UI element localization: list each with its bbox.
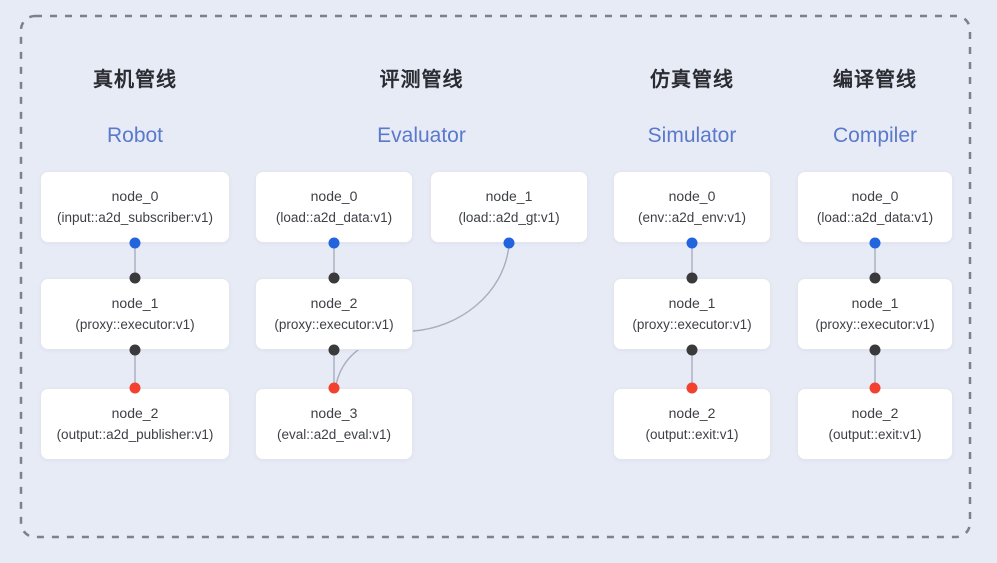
- simulator-node-1: node_1 (proxy::executor:v1): [613, 278, 771, 350]
- node-name: node_0: [668, 188, 716, 204]
- node-spec: (load::a2d_data:v1): [816, 210, 934, 225]
- simulator-node-0: node_0 (env::a2d_env:v1): [613, 171, 771, 243]
- pipeline-title-cn-robot: 真机管线: [93, 69, 177, 91]
- port-dot-black: [686, 272, 698, 284]
- port-dot-blue: [503, 237, 515, 249]
- node-spec: (load::a2d_gt:v1): [458, 210, 560, 225]
- node-spec: (eval::a2d_eval:v1): [276, 427, 392, 442]
- port-dot-black: [328, 272, 340, 284]
- node-name: node_1: [851, 295, 899, 311]
- robot-node-0: node_0 (input::a2d_subscriber:v1): [40, 171, 230, 243]
- port-dot-red: [869, 382, 881, 394]
- port-dot-black: [869, 344, 881, 356]
- node-name: node_2: [310, 295, 358, 311]
- node-spec: (proxy::executor:v1): [274, 317, 394, 332]
- node-spec: (output::exit:v1): [645, 427, 739, 442]
- node-name: node_1: [111, 295, 159, 311]
- node-spec: (proxy::executor:v1): [75, 317, 195, 332]
- pipeline-title-cn-compiler: 编译管线: [833, 69, 917, 91]
- port-dot-blue: [129, 237, 141, 249]
- node-spec: (proxy::executor:v1): [815, 317, 935, 332]
- node-name: node_1: [668, 295, 716, 311]
- pipeline-title-en-evaluator: Evaluator: [377, 124, 466, 147]
- node-name: node_2: [851, 405, 899, 421]
- compiler-node-1: node_1 (proxy::executor:v1): [797, 278, 953, 350]
- evaluator-node-0: node_0 (load::a2d_data:v1): [255, 171, 413, 243]
- node-name: node_3: [310, 405, 358, 421]
- pipeline-title-cn-simulator: 仿真管线: [650, 69, 734, 91]
- port-dot-blue: [869, 237, 881, 249]
- port-dot-red: [129, 382, 141, 394]
- connector-evaluator-n1-n3-curve: [335, 244, 510, 386]
- compiler-node-0: node_0 (load::a2d_data:v1): [797, 171, 953, 243]
- node-spec: (input::a2d_subscriber:v1): [56, 210, 214, 225]
- robot-node-1: node_1 (proxy::executor:v1): [40, 278, 230, 350]
- port-dot-black: [129, 272, 141, 284]
- port-dot-black: [869, 272, 881, 284]
- node-name: node_1: [485, 188, 533, 204]
- evaluator-node-1: node_1 (load::a2d_gt:v1): [430, 171, 588, 243]
- node-name: node_2: [668, 405, 716, 421]
- node-spec: (env::a2d_env:v1): [637, 210, 747, 225]
- port-dot-red: [686, 382, 698, 394]
- diagram-boundary-dashed-rect: [19, 14, 972, 539]
- evaluator-node-2: node_2 (proxy::executor:v1): [255, 278, 413, 350]
- node-spec: (output::exit:v1): [828, 427, 922, 442]
- compiler-node-2: node_2 (output::exit:v1): [797, 388, 953, 460]
- robot-node-2: node_2 (output::a2d_publisher:v1): [40, 388, 230, 460]
- port-dot-black: [129, 344, 141, 356]
- node-name: node_0: [310, 188, 358, 204]
- node-spec: (output::a2d_publisher:v1): [56, 427, 214, 442]
- pipeline-title-en-simulator: Simulator: [647, 124, 737, 147]
- pipeline-title-en-robot: Robot: [106, 124, 164, 147]
- port-dot-black: [328, 344, 340, 356]
- node-name: node_2: [111, 405, 159, 421]
- port-dot-blue: [686, 237, 698, 249]
- node-name: node_0: [851, 188, 899, 204]
- evaluator-node-3: node_3 (eval::a2d_eval:v1): [255, 388, 413, 460]
- pipeline-title-cn-evaluator: 评测管线: [379, 69, 464, 91]
- port-dot-black: [686, 344, 698, 356]
- port-dot-red: [328, 382, 340, 394]
- pipeline-title-en-compiler: Compiler: [832, 124, 918, 147]
- node-spec: (load::a2d_data:v1): [275, 210, 393, 225]
- port-dot-blue: [328, 237, 340, 249]
- simulator-node-2: node_2 (output::exit:v1): [613, 388, 771, 460]
- node-spec: (proxy::executor:v1): [632, 317, 752, 332]
- node-name: node_0: [111, 188, 159, 204]
